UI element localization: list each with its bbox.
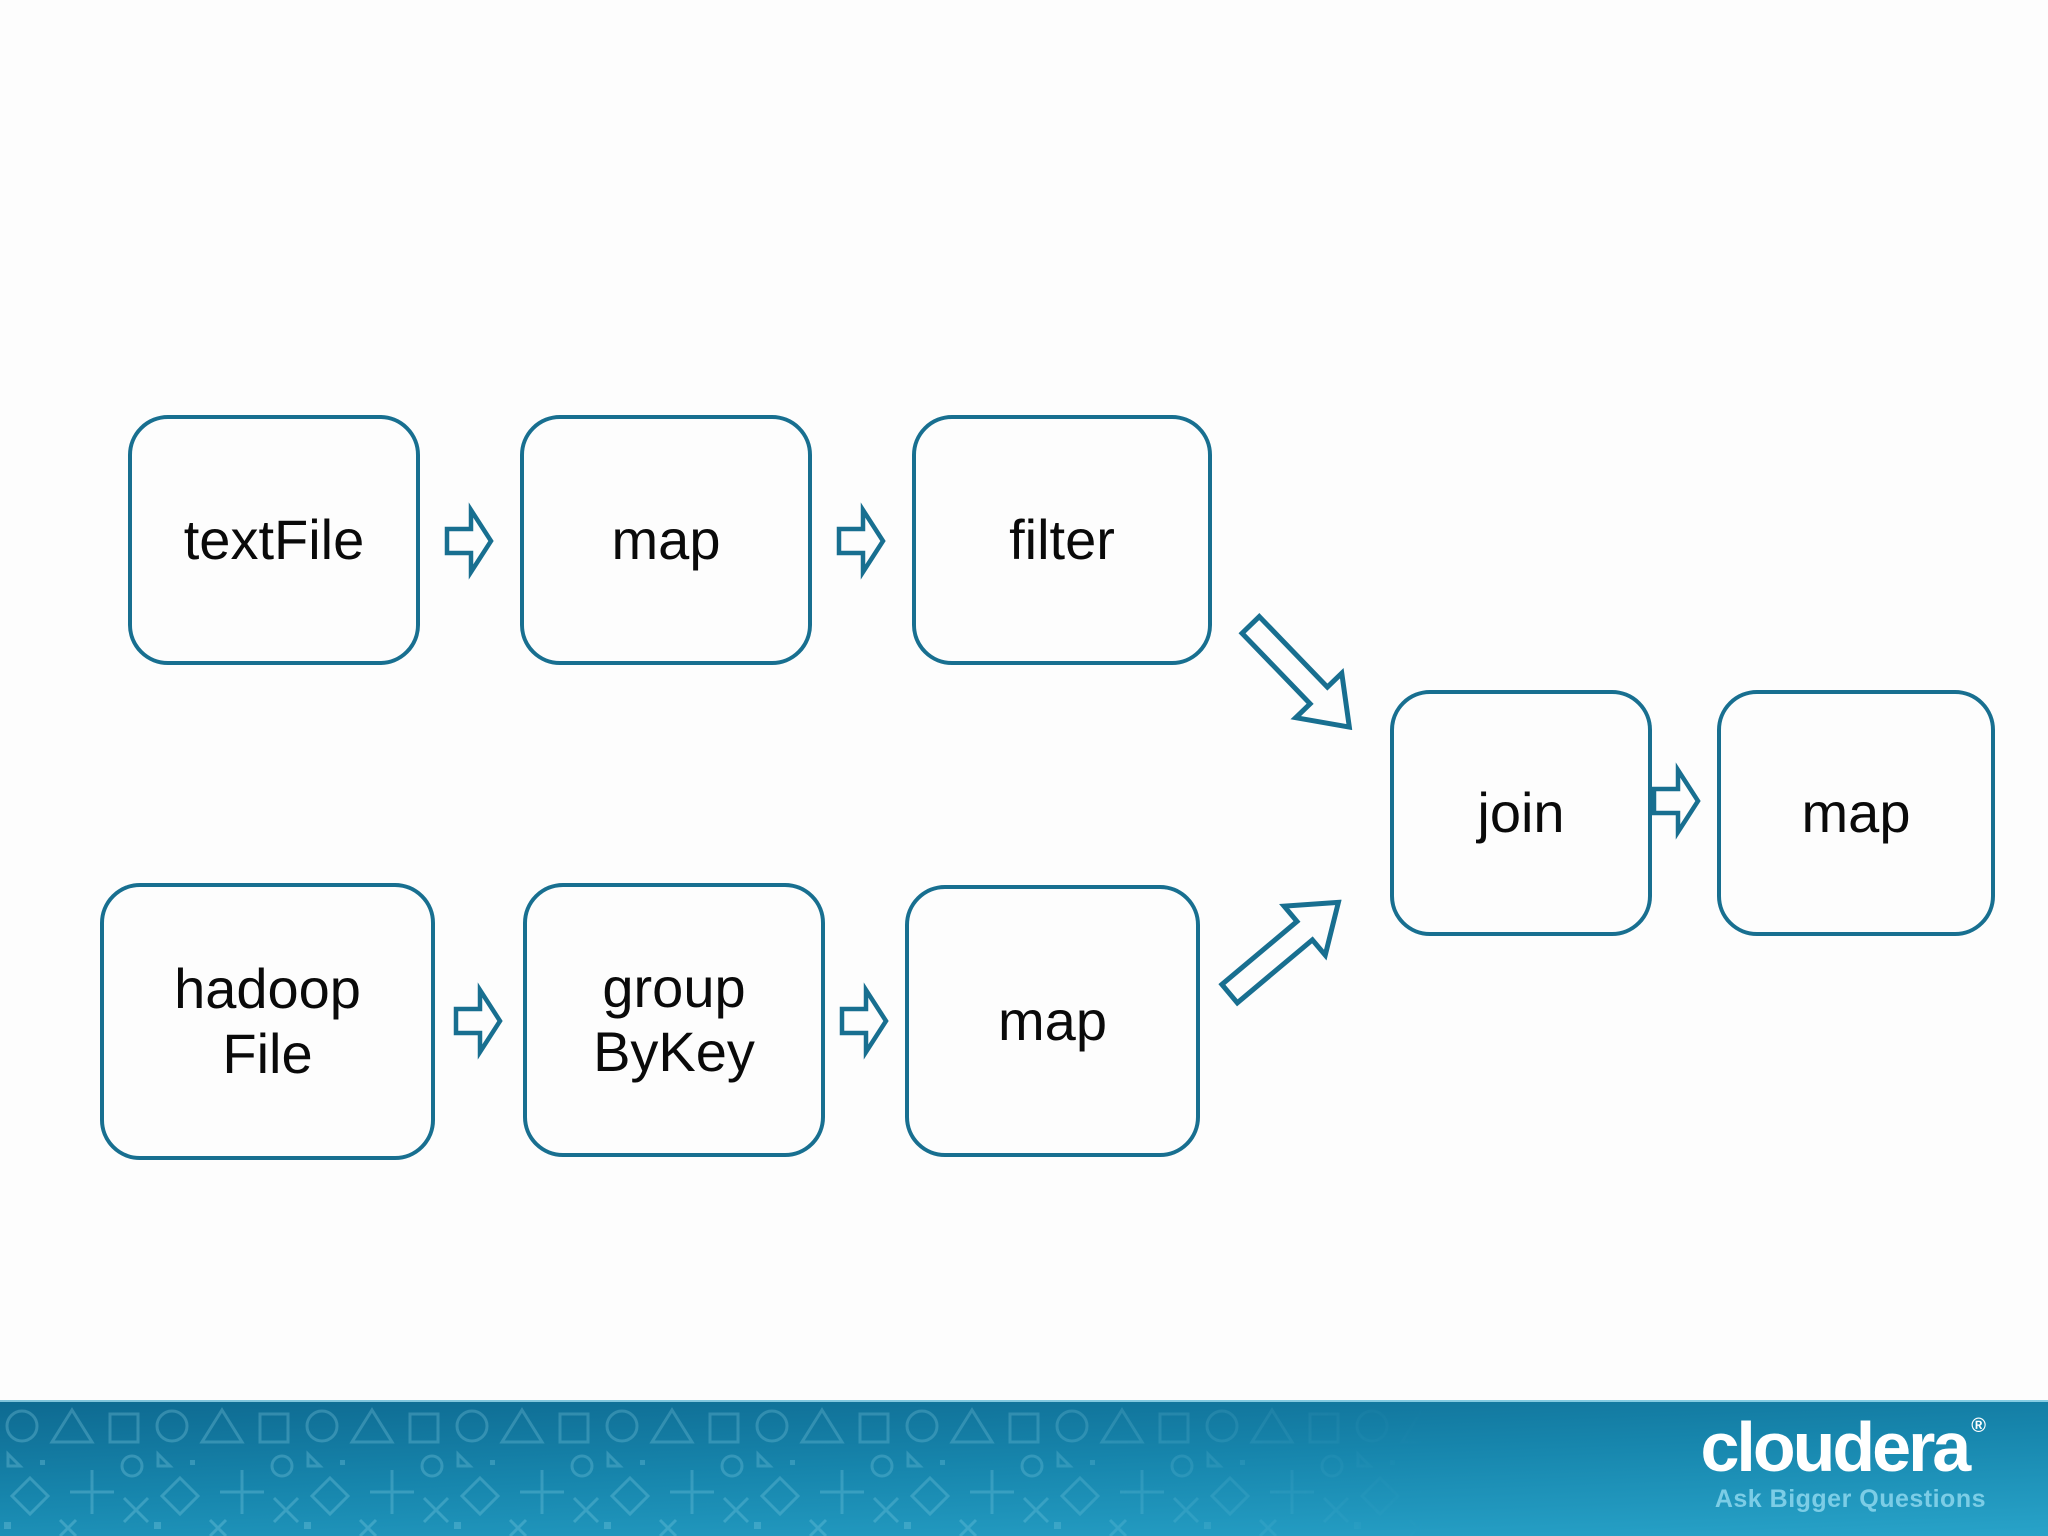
arrow-filter-to-join-icon <box>1238 613 1353 731</box>
node-hadoopfile-label: hadoop File <box>174 957 361 1085</box>
cloudera-wordmark: cloudera ® <box>1700 1412 1986 1482</box>
arrow-hadoopfile-to-groupbykey-icon <box>453 982 503 1060</box>
cloudera-logo: cloudera ® Ask Bigger Questions <box>1700 1412 1986 1514</box>
node-hadoopfile: hadoop File <box>100 883 435 1160</box>
node-textfile: textFile <box>128 415 420 665</box>
registered-mark-icon: ® <box>1971 1415 1986 1437</box>
node-join-label: join <box>1477 780 1565 844</box>
node-groupbykey: group ByKey <box>523 883 825 1157</box>
arrow-map-to-filter-icon <box>836 502 886 580</box>
node-map-final: map <box>1717 690 1995 936</box>
cloudera-tagline: Ask Bigger Questions <box>1714 1485 1986 1513</box>
node-map-bottom-label: map <box>998 988 1107 1052</box>
node-textfile-label: textFile <box>183 507 365 571</box>
arrow-join-to-map-icon <box>1651 762 1701 840</box>
node-map-top-label: map <box>611 507 721 571</box>
node-map-top: map <box>520 415 812 665</box>
cloudera-brand-text: cloudera <box>1700 1408 1971 1486</box>
arrow-textfile-to-map-icon <box>444 502 494 580</box>
footer-glyph-pattern <box>0 1402 2048 1536</box>
arrow-groupbykey-to-map-icon <box>839 982 889 1060</box>
node-map-bottom: map <box>905 885 1200 1157</box>
footer-band: cloudera ® Ask Bigger Questions <box>0 1400 2048 1536</box>
node-filter: filter <box>912 415 1212 665</box>
arrow-map-to-join-icon <box>1218 899 1342 1007</box>
node-groupbykey-label: group ByKey <box>593 955 755 1083</box>
node-filter-label: filter <box>1009 507 1115 571</box>
node-map-final-label: map <box>1801 780 1911 844</box>
node-join: join <box>1390 690 1652 936</box>
